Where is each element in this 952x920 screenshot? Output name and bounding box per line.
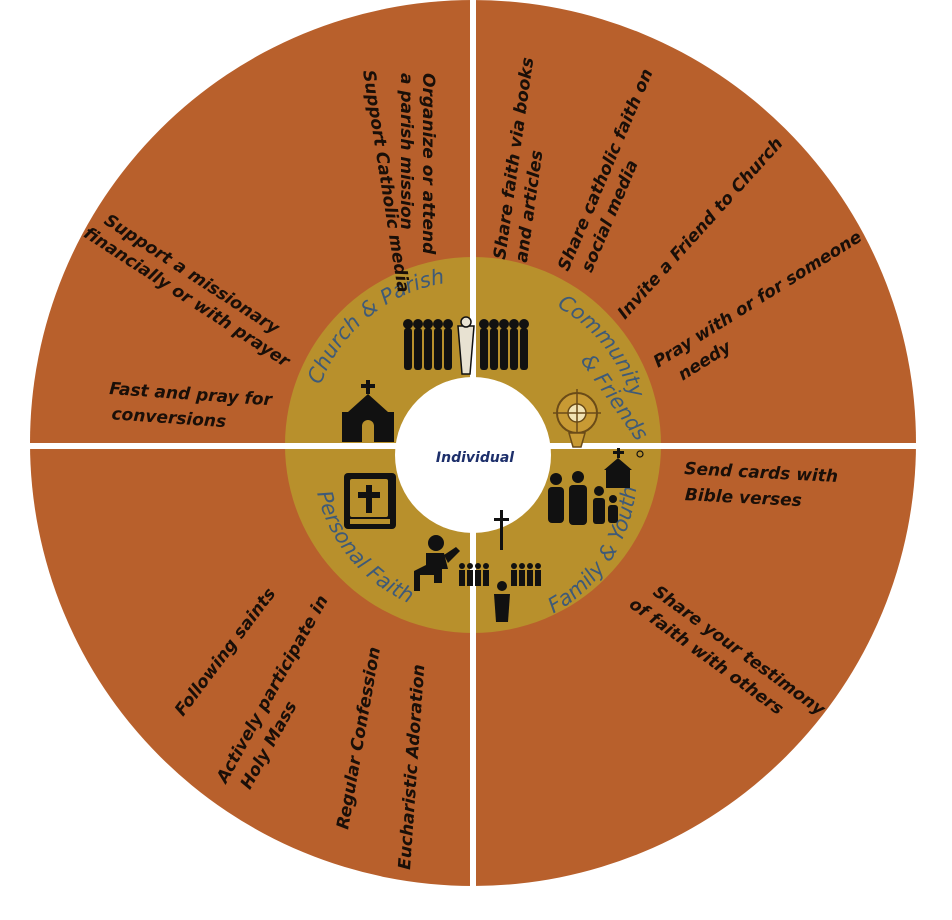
kneeling-prayer-icon bbox=[414, 535, 460, 591]
center-label: Individual bbox=[436, 450, 514, 466]
chapel-icon bbox=[604, 448, 644, 488]
congregation-icon bbox=[403, 316, 529, 375]
church-icon bbox=[342, 380, 394, 442]
center-circle bbox=[395, 377, 551, 533]
activity-organize-mission: Organize or attend a parish mission bbox=[396, 73, 438, 260]
monstrance-icon bbox=[553, 389, 601, 448]
bible-icon bbox=[344, 473, 396, 529]
family-icon bbox=[548, 471, 618, 525]
procession-icon bbox=[459, 510, 541, 622]
